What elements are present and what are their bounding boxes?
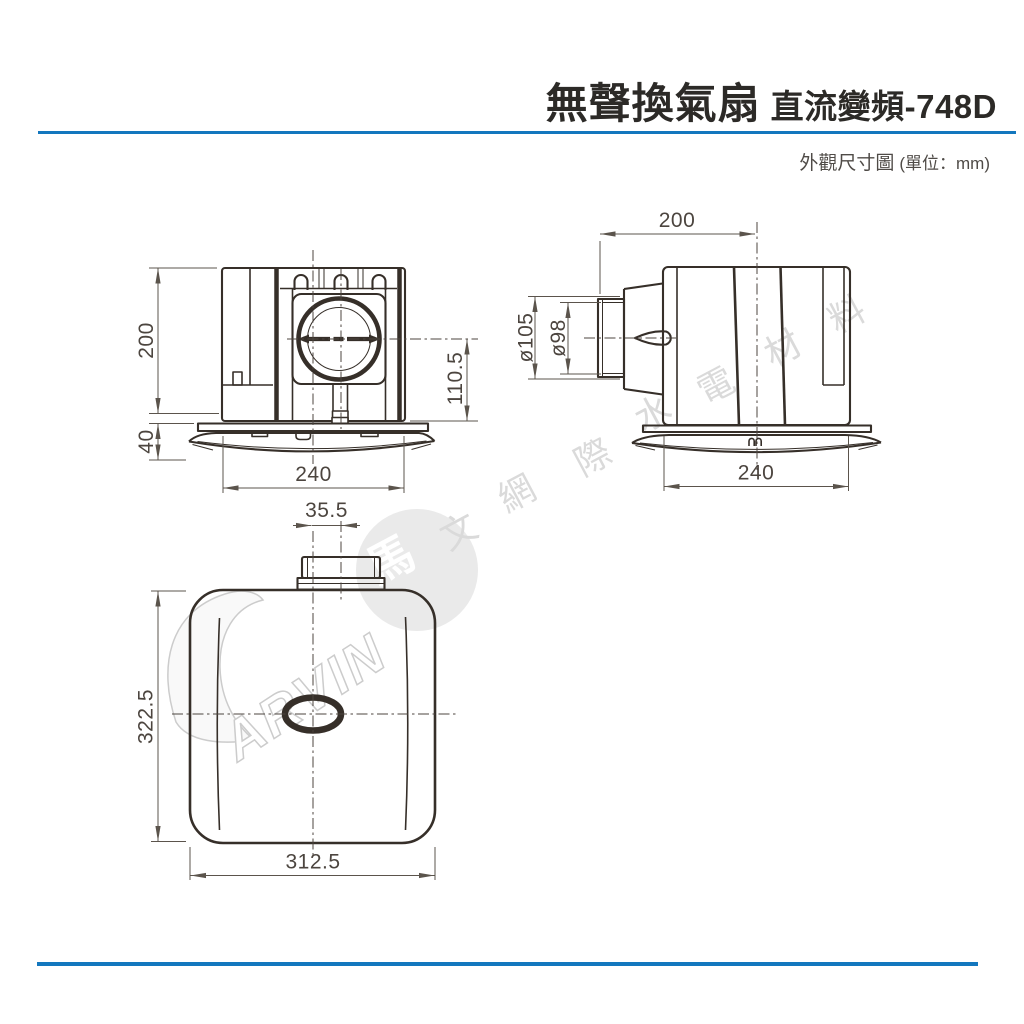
dim-front-cover-depth: 40	[135, 429, 158, 453]
footer-divider-line	[37, 962, 978, 966]
watermark-char: 網	[491, 467, 542, 520]
dim-bottom-height: 322.5	[135, 689, 158, 744]
caption-unit-text: (單位：mm)	[899, 154, 990, 173]
page-title: 無聲換氣扇 直流變頻-748D	[546, 70, 997, 131]
bottom-view-drawing: 35.5 322.5 312.5	[135, 499, 456, 880]
dim-front-center-to-ceiling: 110.5	[444, 352, 467, 406]
mounting-slot	[371, 273, 387, 290]
badge-circle	[356, 509, 478, 631]
header-divider-line	[38, 131, 1016, 134]
front-cover	[188, 431, 436, 443]
logo-swoosh-icon	[167, 590, 265, 743]
dim-front-width: 240	[295, 463, 332, 486]
dim-duct-offset: 35.5	[305, 499, 348, 522]
dim-duct-outer-diameter: ø105	[515, 313, 538, 363]
watermark-char: 電	[690, 359, 741, 412]
mounting-slot	[293, 273, 309, 290]
dim-side-width: 240	[738, 462, 775, 485]
dim-duct-inner-diameter: ø98	[547, 319, 570, 357]
product-name: 無聲換氣扇	[545, 80, 761, 127]
dim-side-depth: 200	[659, 209, 696, 232]
watermark-char: 料	[821, 288, 872, 341]
model-name: 直流變頻-748D	[770, 88, 997, 125]
front-view-drawing: 200 40 240 110.5	[135, 250, 478, 493]
dim-bottom-width: 312.5	[285, 851, 340, 874]
dim-front-height: 200	[135, 322, 158, 359]
caption-text: 外觀尺寸圖	[799, 153, 895, 174]
side-view-drawing: 200 ø105 ø98 240	[515, 209, 882, 491]
drawing-caption: 外觀尺寸圖 (單位：mm)	[799, 148, 990, 175]
watermark-char: 際	[567, 431, 618, 484]
